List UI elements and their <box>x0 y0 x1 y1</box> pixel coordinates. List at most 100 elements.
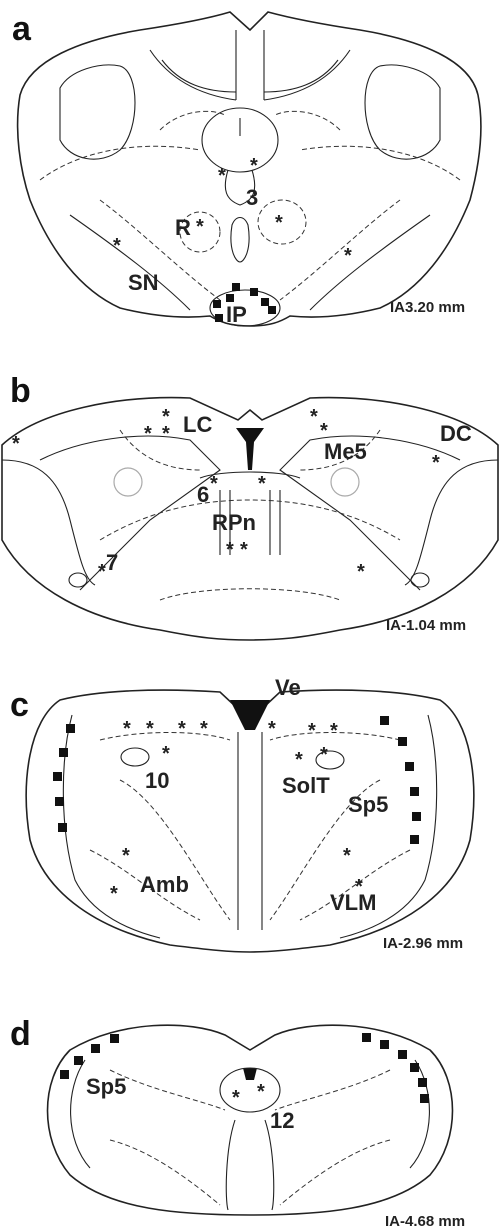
panel-a-letter: a <box>12 10 32 48</box>
marker-asterisk: * <box>98 561 106 583</box>
label-12: 12 <box>270 1108 294 1133</box>
panel-b-fourth-ventricle <box>236 428 264 470</box>
marker-square <box>418 1078 427 1087</box>
panel-d-boundary <box>275 1070 390 1110</box>
label-SolT: SolT <box>282 773 330 798</box>
panel-a-central-region <box>202 108 278 172</box>
panel-d-sp5-tract-right <box>410 1060 429 1168</box>
marker-square <box>60 1070 69 1079</box>
panel-a-midline-body <box>231 218 249 263</box>
panel-d-coordinate: IA-4.68 mm <box>385 1213 465 1230</box>
marker-asterisk: * <box>113 235 121 257</box>
marker-square <box>91 1044 100 1053</box>
panel-c: c * * * * * * * * * * * <box>10 675 474 952</box>
marker-square <box>226 294 234 302</box>
label-6: 6 <box>197 482 209 507</box>
marker-square <box>110 1034 119 1043</box>
marker-square <box>261 298 269 306</box>
marker-asterisk: * <box>12 433 20 455</box>
panel-a-boundary <box>275 111 340 130</box>
marker-square <box>232 283 240 291</box>
marker-square <box>412 812 421 821</box>
panel-a-boundary <box>160 111 225 130</box>
marker-square <box>59 748 68 757</box>
marker-square <box>420 1094 429 1103</box>
label-Ve: Ve <box>275 675 301 700</box>
panel-a: a * * <box>12 10 481 327</box>
panel-d: d * * Sp5 12 IA-4.68 mm <box>10 1015 465 1230</box>
marker-square <box>53 772 62 781</box>
panel-d-letter: d <box>10 1015 31 1053</box>
panel-b-boundary <box>160 589 340 600</box>
marker-asterisk: * <box>232 1087 240 1109</box>
marker-asterisk: * <box>295 749 303 771</box>
marker-asterisk: * <box>258 473 266 495</box>
panel-d-midline <box>226 1120 273 1210</box>
marker-square <box>58 823 67 832</box>
panel-a-right-lobe <box>365 65 440 159</box>
panel-a-peduncle <box>310 215 430 310</box>
panel-b: b * * * * * * * * * * * * * LC Me5 DC 6 <box>2 372 498 640</box>
panel-a-arc <box>264 60 338 92</box>
marker-asterisk: * <box>320 744 328 766</box>
marker-square <box>405 762 414 771</box>
marker-square <box>398 1050 407 1059</box>
marker-square <box>398 737 407 746</box>
label-Amb: Amb <box>140 872 189 897</box>
marker-square <box>410 787 419 796</box>
panel-c-coordinate: IA-2.96 mm <box>383 935 463 952</box>
marker-square <box>66 724 75 733</box>
panel-a-left-lobe <box>60 65 135 159</box>
marker-asterisk: * <box>200 718 208 740</box>
panel-d-boundary <box>110 1070 225 1110</box>
marker-asterisk: * <box>122 845 130 867</box>
label-Sp5: Sp5 <box>348 792 388 817</box>
marker-asterisk: * <box>257 1081 265 1103</box>
panel-a-boundary <box>40 146 200 180</box>
panel-b-letter: b <box>10 372 31 410</box>
marker-asterisk: * <box>250 155 258 177</box>
panel-d-boundary <box>110 1140 220 1205</box>
marker-asterisk: * <box>218 165 226 187</box>
label-VLM: VLM <box>330 890 376 915</box>
marker-asterisk: * <box>432 452 440 474</box>
marker-asterisk: * <box>357 561 365 583</box>
panel-a-arc <box>264 50 350 100</box>
marker-square <box>268 306 276 314</box>
marker-asterisk: * <box>210 473 218 495</box>
marker-asterisk: * <box>162 423 170 445</box>
panel-a-boundary <box>300 146 460 180</box>
panel-a-arc <box>162 60 236 92</box>
marker-asterisk: * <box>123 718 131 740</box>
label-Sp5: Sp5 <box>86 1074 126 1099</box>
label-Me5: Me5 <box>324 439 367 464</box>
label-LC: LC <box>183 412 212 437</box>
panel-d-boundary <box>280 1140 390 1205</box>
panel-a-midline <box>236 30 264 100</box>
panel-b-circle-left <box>114 468 142 496</box>
panel-d-section-outline <box>48 1025 453 1215</box>
panel-a-arc <box>150 50 236 100</box>
marker-asterisk: * <box>178 718 186 740</box>
marker-asterisk: * <box>196 216 204 238</box>
panel-d-central-canal <box>243 1068 257 1080</box>
marker-square <box>410 835 419 844</box>
marker-asterisk: * <box>144 423 152 445</box>
marker-asterisk: * <box>343 845 351 867</box>
panel-c-nucleus-10 <box>121 748 149 766</box>
marker-square <box>380 716 389 725</box>
label-10: 10 <box>145 768 169 793</box>
marker-asterisk: * <box>268 718 276 740</box>
marker-asterisk: * <box>162 743 170 765</box>
marker-asterisk: * <box>330 720 338 742</box>
label-SN: SN <box>128 270 159 295</box>
panel-b-coordinate: IA-1.04 mm <box>386 617 466 634</box>
label-3: 3 <box>246 185 258 210</box>
marker-asterisk: * <box>240 539 248 561</box>
label-IP: IP <box>226 302 247 327</box>
marker-square <box>55 797 64 806</box>
label-RPn: RPn <box>212 510 256 535</box>
panel-c-fourth-ventricle <box>230 700 270 730</box>
panel-c-boundary <box>100 733 230 741</box>
